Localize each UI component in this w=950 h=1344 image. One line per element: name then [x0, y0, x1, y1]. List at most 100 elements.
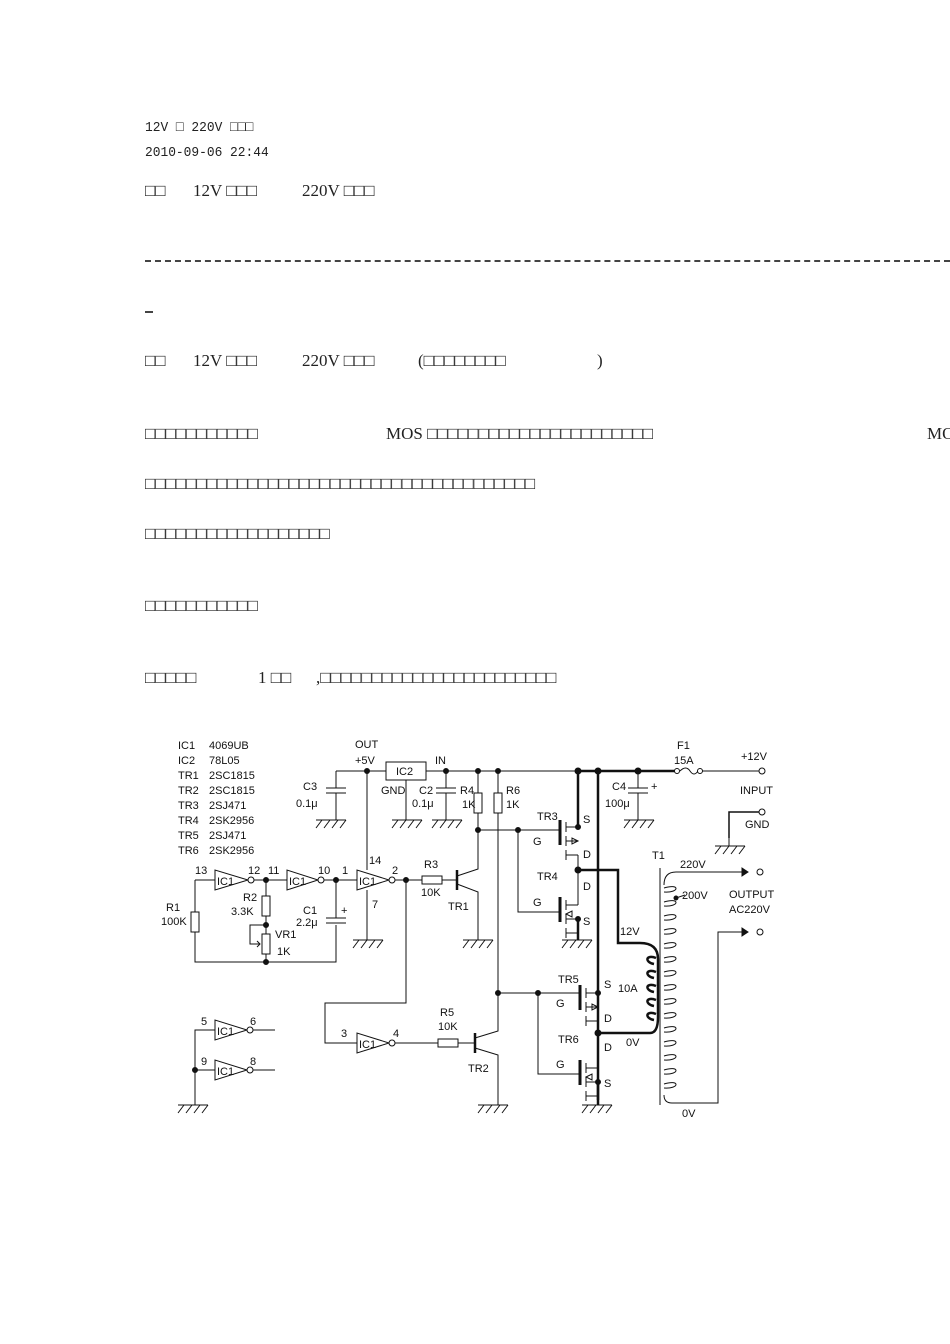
post-title: 12V □ 220V □□□ [145, 120, 254, 136]
svg-text:C1: C1 [303, 905, 317, 917]
part-value: 2SC1815 [209, 770, 255, 782]
svg-text:IC1: IC1 [359, 1039, 376, 1051]
svg-text:R1: R1 [166, 902, 180, 914]
heading-2-a: □□ [145, 351, 166, 370]
svg-text:1K: 1K [277, 946, 291, 958]
svg-text:220V: 220V [680, 859, 706, 871]
ic2-label: IC2 [396, 766, 413, 778]
svg-text:8: 8 [250, 1056, 256, 1068]
heading-1-a: □□ [145, 181, 166, 200]
svg-text:0V: 0V [626, 1037, 640, 1049]
svg-text:OUTPUT: OUTPUT [729, 889, 775, 901]
svg-text:INPUT: INPUT [740, 785, 773, 797]
ground-symbols [177, 812, 746, 1114]
svg-text:G: G [533, 897, 542, 909]
svg-text:G: G [556, 998, 565, 1010]
svg-text:GND: GND [745, 819, 770, 831]
svg-text:1K: 1K [506, 799, 520, 811]
svg-text:1K: 1K [462, 799, 476, 811]
fuse-f1: F1 15A [674, 740, 703, 775]
svg-text:R4: R4 [460, 785, 474, 797]
svg-text:0.1μ: 0.1μ [296, 798, 318, 810]
heading-1-b: 12V □□□ [193, 181, 258, 200]
svg-text:TR5: TR5 [558, 974, 579, 986]
para-3-c: ,□□□□□□□□□□□□□□□□□□□□□□□ [316, 668, 557, 687]
svg-text:R6: R6 [506, 785, 520, 797]
input-terminals: +12V INPUT GND [728, 751, 773, 838]
svg-text:F1: F1 [677, 740, 690, 752]
svg-text:R5: R5 [440, 1007, 454, 1019]
svg-text:12: 12 [248, 865, 260, 877]
part-value: 2SJ471 [209, 830, 246, 842]
svg-text:11: 11 [268, 865, 279, 877]
heading-2-c: 220V □□□ [302, 351, 375, 370]
svg-text:1: 1 [342, 865, 348, 877]
heading-2-e: ) [597, 351, 603, 370]
svg-text:13: 13 [195, 865, 207, 877]
svg-text:+: + [651, 781, 657, 793]
svg-text:G: G [533, 836, 542, 848]
svg-text:AC220V: AC220V [729, 904, 771, 916]
svg-text:3: 3 [341, 1028, 347, 1040]
part-ref: TR2 [178, 785, 199, 797]
svg-text:+12V: +12V [741, 751, 768, 763]
capacitor-c2: C2 0.1μ [412, 771, 456, 812]
svg-text:6: 6 [250, 1016, 256, 1028]
part-value: 2SK2956 [209, 845, 254, 857]
unused-inverters: IC1 IC1 5 6 9 8 [192, 1016, 275, 1105]
svg-text:D: D [583, 849, 591, 861]
svg-text:S: S [583, 814, 590, 826]
part-ref: TR1 [178, 770, 199, 782]
separator-line [145, 260, 950, 262]
transformer-t1: T1 12V 10A 0V 220V 200V OUTPUT AC220V 0V [618, 850, 775, 1120]
post-timestamp: 2010-09-06 22:44 [145, 145, 269, 161]
capacitor-c3: C3 0.1μ [296, 771, 346, 812]
svg-text:R2: R2 [243, 892, 257, 904]
part-value: 78L05 [209, 755, 240, 767]
svg-text:IC1: IC1 [289, 876, 306, 888]
svg-text:100μ: 100μ [605, 798, 630, 810]
svg-text:2.2μ: 2.2μ [296, 917, 318, 929]
svg-text:D: D [583, 881, 591, 893]
heading-1-c: 220V □□□ [302, 181, 375, 200]
supply-rail: IC2 OUT +5V IN GND [336, 739, 760, 812]
part-ref: TR6 [178, 845, 199, 857]
svg-text:3.3K: 3.3K [231, 906, 254, 918]
para-2: □□□□□□□□□□□ [145, 596, 258, 615]
svg-text:TR2: TR2 [468, 1063, 489, 1075]
svg-text:C2: C2 [419, 785, 433, 797]
part-ref: TR3 [178, 800, 199, 812]
part-ref: TR5 [178, 830, 199, 842]
part-ref: TR4 [178, 815, 199, 827]
para-1-line-1-b: MOS □□□□□□□□□□□□□□□□□□□□□□ [386, 424, 653, 443]
svg-text:9: 9 [201, 1056, 207, 1068]
svg-text:10K: 10K [438, 1021, 458, 1033]
svg-text:0.1μ: 0.1μ [412, 798, 434, 810]
svg-text:D: D [604, 1013, 612, 1025]
svg-text:T1: T1 [652, 850, 665, 862]
svg-text:TR4: TR4 [537, 871, 558, 883]
svg-text:VR1: VR1 [275, 929, 296, 941]
svg-text:OUT: OUT [355, 739, 379, 751]
svg-text:2: 2 [392, 865, 398, 877]
svg-text:IC1: IC1 [217, 1066, 234, 1078]
svg-text:12V: 12V [620, 926, 640, 938]
svg-text:10K: 10K [421, 887, 441, 899]
svg-text:10A: 10A [618, 983, 638, 995]
svg-text:TR6: TR6 [558, 1034, 579, 1046]
svg-text:7: 7 [372, 899, 378, 911]
svg-text:G: G [556, 1059, 565, 1071]
mosfets-tr5-tr6: G G TR5 TR6 S D D S [556, 974, 650, 1105]
svg-text:15A: 15A [674, 755, 694, 767]
svg-text:IC1: IC1 [217, 876, 234, 888]
svg-text:S: S [604, 979, 611, 991]
svg-text:C3: C3 [303, 781, 317, 793]
svg-text:100K: 100K [161, 916, 187, 928]
svg-text:GND: GND [381, 785, 406, 797]
capacitor-c4: C4 + 100μ [605, 771, 657, 812]
svg-text:S: S [604, 1078, 611, 1090]
oscillator: IC1 IC1 IC1 13 12 11 10 1 14 2 7 R1100K … [161, 771, 420, 965]
para-1-line-3: □□□□□□□□□□□□□□□□□□ [145, 524, 330, 543]
part-value: 2SK2956 [209, 815, 254, 827]
